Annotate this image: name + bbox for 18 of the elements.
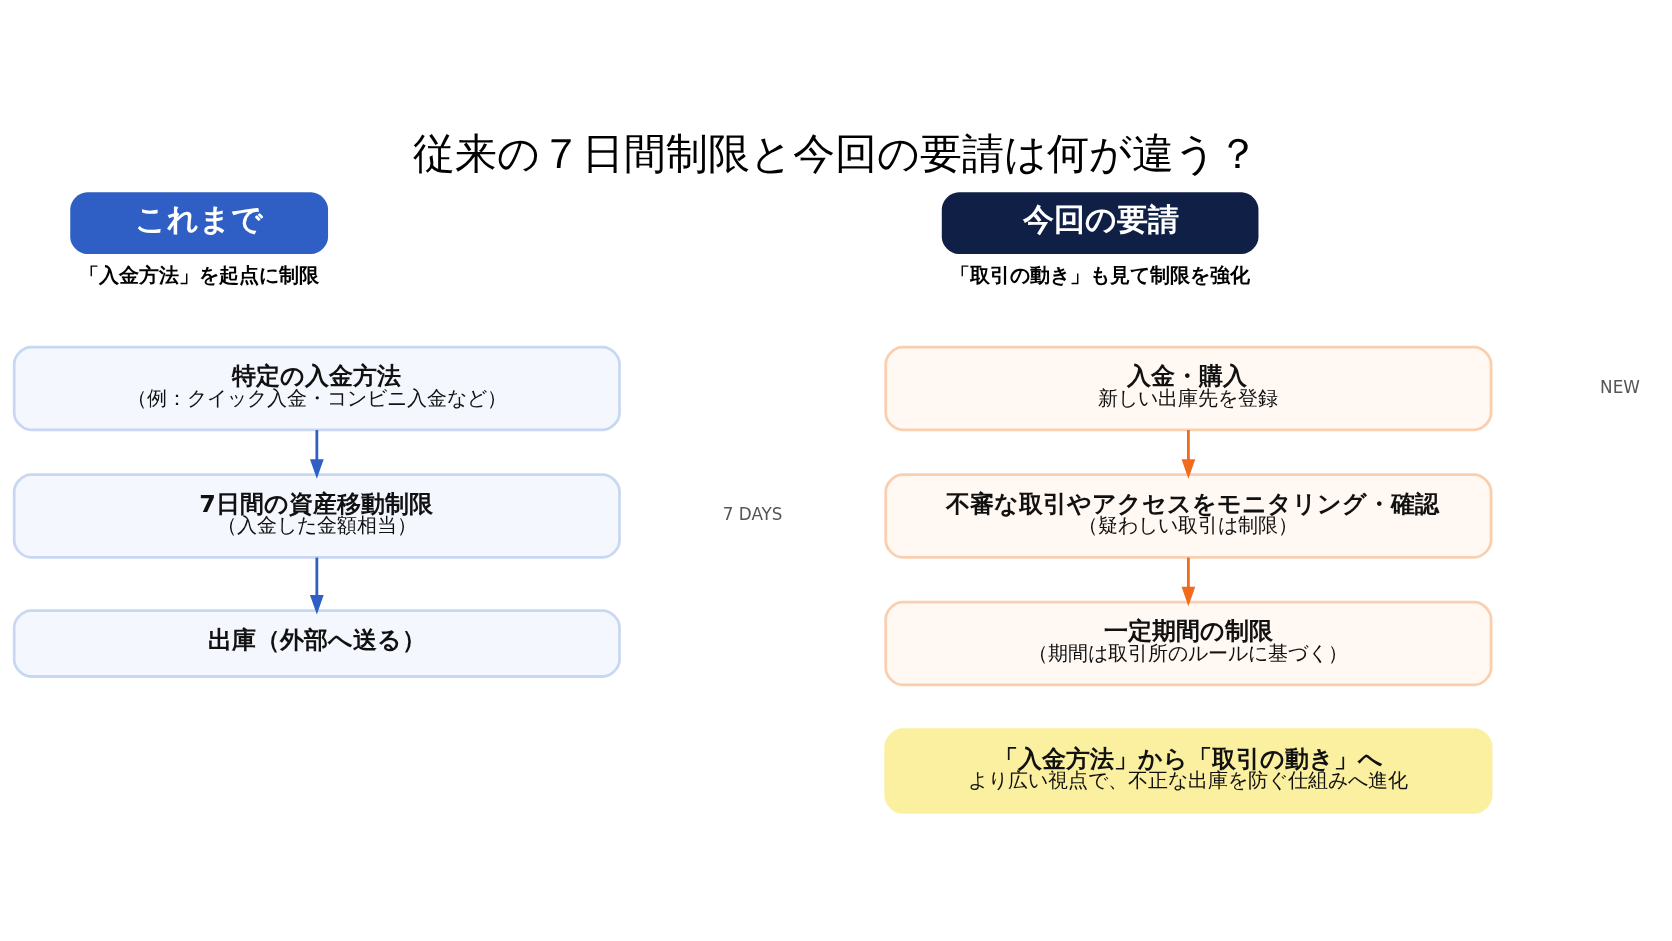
node-box: 不審な取引やアクセスをモニタリング・確認 （疑わしい取引は制限） (884, 473, 1493, 559)
node-box: 一定期間の制限 （期間は取引所のルールに基づく） (884, 600, 1493, 687)
node-box: 出庫（外部へ送る） (12, 609, 621, 678)
node-label: 「取引の動き」も見て制限を強化 (950, 264, 1251, 288)
arrow (309, 430, 324, 479)
diagram-title: 従来の７日間制限と今回の要請は何が違う？ (413, 128, 1259, 178)
node-box: 「入金方法」から「取引の動き」へ より広い視点で、不正な出庫を防ぐ仕組みへ進化 (884, 728, 1493, 814)
node-box: 特定の入金方法 （例：クイック入金・コンビニ入金など） (12, 345, 621, 432)
label: NEW (1600, 376, 1640, 397)
node-box: これまで (70, 192, 329, 254)
arrow (1181, 430, 1196, 479)
node-box: 7日間の資産移動制限 （入金した金額相当） (12, 473, 621, 559)
arrow (309, 557, 324, 615)
node-box: 入金・購入 新しい出庫先を登録 (884, 345, 1493, 432)
node-label: 「入金方法」を起点に制限 (78, 264, 319, 288)
label: 7 DAYS (722, 504, 783, 525)
node-box: 今回の要請 (941, 192, 1259, 254)
arrow (1181, 557, 1196, 607)
